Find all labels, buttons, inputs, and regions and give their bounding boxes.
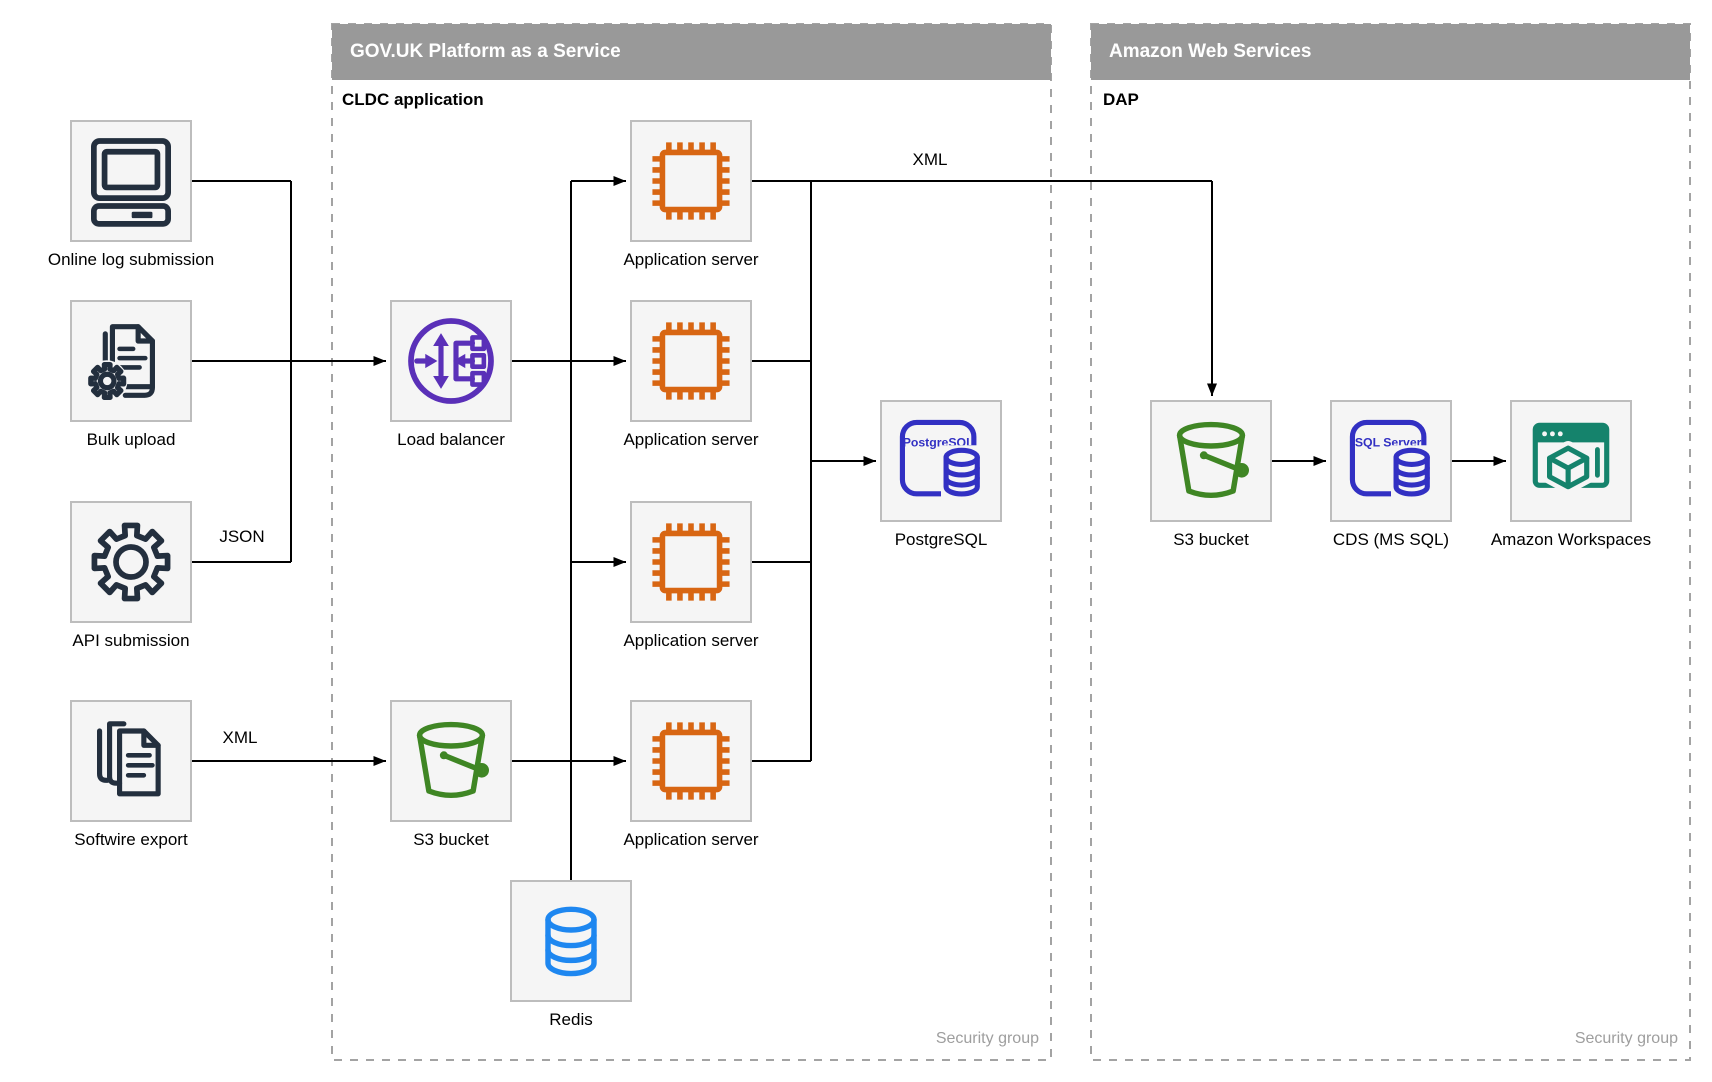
node-s3-bucket-aws xyxy=(1150,400,1272,522)
node-label: Redis xyxy=(549,1010,593,1029)
node-application-server-2 xyxy=(630,300,752,422)
wires xyxy=(192,176,1506,880)
chip-icon xyxy=(641,131,741,231)
edge-label-xml-top: XML xyxy=(912,150,948,169)
gear-icon xyxy=(81,512,181,612)
node-label: CDS (MS SQL) xyxy=(1332,530,1450,549)
node-label: Softwire export xyxy=(74,830,188,849)
aws-container-border xyxy=(1090,23,1691,1061)
sql-server-icon: SQL Server xyxy=(1349,419,1431,497)
node-api-submission xyxy=(70,501,192,623)
node-cds-ms-sql: SQL Server xyxy=(1330,400,1452,522)
node-label: Application server xyxy=(623,631,759,650)
node-label: API submission xyxy=(72,631,190,650)
postgresql-icon: PostgreSQL xyxy=(899,419,981,497)
node-label: S3 bucket xyxy=(413,830,489,849)
node-label: Bulk upload xyxy=(86,430,176,449)
document-gear-icon xyxy=(86,324,156,402)
node-amazon-workspaces xyxy=(1510,400,1632,522)
node-application-server-1 xyxy=(630,120,752,242)
chip-icon xyxy=(641,711,741,811)
chip-icon xyxy=(641,311,741,411)
computer-icon xyxy=(91,138,171,227)
load-balancer-icon xyxy=(408,318,494,404)
node-redis xyxy=(510,880,632,1002)
node-label: Amazon Workspaces xyxy=(1490,530,1652,549)
node-bulk-upload xyxy=(70,300,192,422)
node-softwire-export xyxy=(70,700,192,822)
aws-title: Amazon Web Services xyxy=(1109,41,1312,62)
node-application-server-4 xyxy=(630,700,752,822)
node-label: Online log submission xyxy=(47,250,215,269)
paas-header: GOV.UK Platform as a Service xyxy=(332,24,1051,80)
node-online-log-submission xyxy=(70,120,192,242)
s3-bucket-icon xyxy=(401,711,501,811)
aws-sublabel: DAP xyxy=(1103,90,1139,109)
edge-label-json: JSON xyxy=(219,527,265,546)
s3-bucket-icon xyxy=(1161,411,1261,511)
node-label: S3 bucket xyxy=(1173,530,1249,549)
paas-security-group-label: Security group xyxy=(935,1030,1039,1047)
node-label: Application server xyxy=(623,830,759,849)
database-cylinder-icon xyxy=(521,891,621,991)
node-label: Load balancer xyxy=(397,430,505,449)
paas-title: GOV.UK Platform as a Service xyxy=(350,41,621,62)
node-label: Application server xyxy=(623,250,759,269)
chip-icon xyxy=(641,512,741,612)
node-s3-bucket-paas xyxy=(390,700,512,822)
paas-sublabel: CLDC application xyxy=(342,90,484,109)
node-load-balancer xyxy=(390,300,512,422)
node-label: PostgreSQL xyxy=(894,530,988,549)
aws-security-group-label: Security group xyxy=(1574,1030,1678,1047)
edge-label-xml-softwire: XML xyxy=(222,728,258,747)
node-postgresql: PostgreSQL xyxy=(880,400,1002,522)
workspaces-icon xyxy=(1532,422,1610,494)
node-application-server-3 xyxy=(630,501,752,623)
documents-stack-icon xyxy=(97,721,161,797)
node-label: Application server xyxy=(623,430,759,449)
aws-header: Amazon Web Services xyxy=(1091,24,1690,80)
